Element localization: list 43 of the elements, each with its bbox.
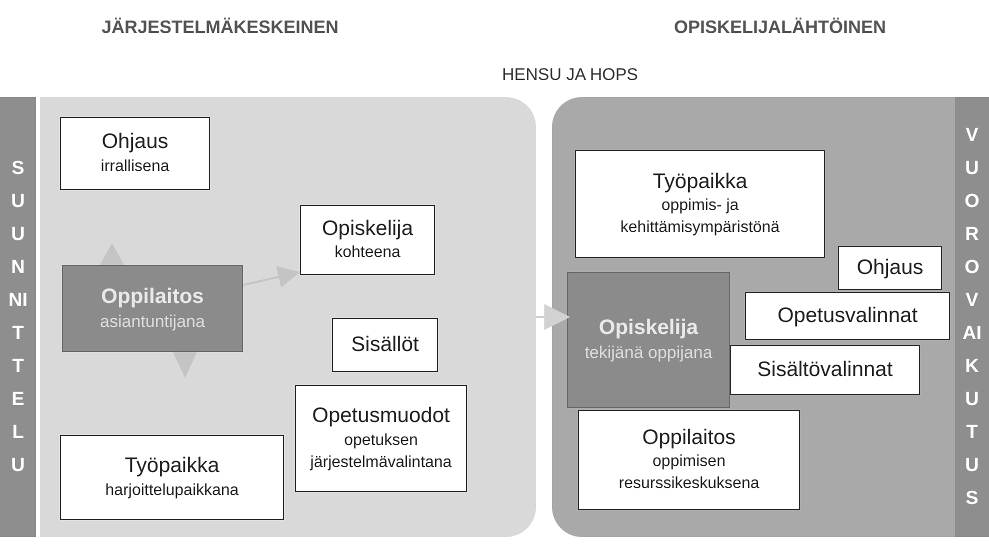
box-title: Ohjaus — [102, 129, 168, 156]
text-box — [60, 117, 210, 190]
column-heading: JÄRJESTELMÄKESKEINEN — [100, 16, 340, 39]
text-box — [332, 318, 438, 372]
arrow — [536, 304, 570, 330]
box-title: Ohjaus — [856, 254, 924, 281]
text-box — [730, 345, 920, 395]
box-subtitle: harjoittelupaikkana — [105, 480, 239, 501]
text-box — [300, 205, 435, 275]
panel-background — [40, 97, 536, 537]
text-box — [60, 435, 284, 520]
box-subtitle: oppimis- ja kehittämisympäristönä — [619, 196, 781, 238]
vertical-band — [0, 97, 36, 537]
box-subtitle: tekijänä oppijana — [584, 342, 712, 364]
band-label: VUOROVAIKUTUS — [962, 124, 982, 511]
column-heading: OPISKELIJALÄHTÖINEN — [672, 16, 888, 39]
box-subtitle: opetuksen järjestelmävalintana — [308, 430, 453, 473]
highlight-box — [567, 272, 730, 408]
box-title: Oppilaitos — [642, 424, 736, 451]
box-title: Opetusmuodot — [312, 403, 450, 430]
box-subtitle: oppimisen resurssikeskuksena — [618, 452, 760, 494]
box-title: Oppilaitos — [101, 284, 204, 310]
text-box — [745, 292, 950, 340]
box-subtitle: asiantuntijana — [100, 310, 205, 333]
box-title: Työpaikka — [652, 168, 748, 195]
vertical-band — [955, 97, 989, 537]
panel-background — [552, 97, 955, 537]
band-label: SUUNNITTELU — [8, 157, 28, 478]
box-title: Työpaikka — [124, 453, 220, 480]
box-title: Sisältövalinnat — [757, 356, 893, 383]
highlight-box — [62, 265, 243, 352]
text-box — [575, 150, 825, 258]
text-box — [578, 410, 800, 510]
box-title: Opiskelija — [598, 315, 698, 342]
box-title: Opetusvalinnat — [777, 302, 918, 329]
box-title: Sisällöt — [351, 332, 419, 358]
box-subtitle: irrallisena — [100, 156, 170, 177]
arrow — [242, 266, 300, 288]
text-box — [295, 385, 467, 492]
box-subtitle: kohteena — [334, 243, 400, 264]
box-title: Opiskelija — [322, 216, 414, 242]
text-box — [838, 246, 942, 290]
subheading: HENSU JA HOPS — [500, 64, 640, 86]
